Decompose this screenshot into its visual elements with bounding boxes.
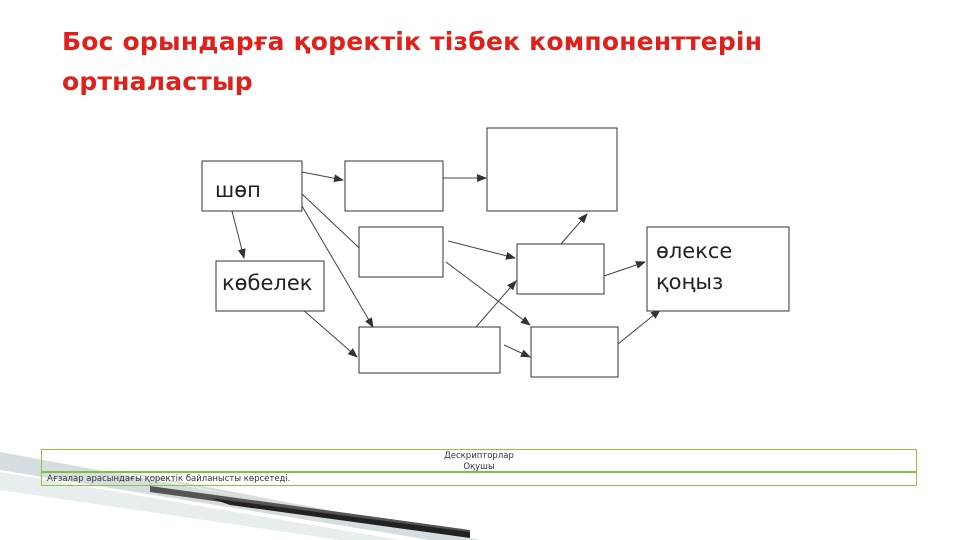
node-elekse-label-line2: қоңыз [656, 270, 723, 294]
arrow-kobelek-blank4 [301, 308, 358, 358]
descriptor-table-row: Ағзалар арасындағы қоректік байланысты к… [41, 473, 917, 486]
node-blank-6[interactable] [530, 326, 619, 378]
node-kobelek [215, 260, 325, 312]
node-kobelek-label: көбелек [222, 271, 312, 295]
descriptor-table: Дескрипторлар Оқушы Ағзалар арасындағы қ… [41, 449, 917, 486]
slide-title: Бос орындарға қоректік тізбек компонентт… [62, 27, 763, 96]
node-blank-3[interactable] [358, 226, 444, 278]
node-blank-2[interactable] [486, 127, 618, 212]
arrow-shop-kobelek [231, 210, 246, 259]
arrow-blank5-blank2 [560, 213, 588, 245]
arrow-shop-blank4 [301, 205, 374, 328]
arrow-blank5-elekse [603, 261, 646, 277]
descriptor-header-title: Дескрипторлар [444, 451, 514, 461]
descriptor-table-header: Дескрипторлар Оқушы [41, 449, 917, 473]
node-elekse-label-line1: өлексе [656, 239, 732, 263]
arrow-blank4-blank6 [503, 344, 531, 358]
descriptor-row-text: Ағзалар арасындағы қоректік байланысты к… [47, 474, 291, 484]
arrow-blank4-blank5 [475, 280, 517, 328]
arrow-blank3-blank5 [447, 240, 516, 260]
arrow-blank6-elekse [617, 309, 661, 345]
node-blank-4[interactable] [358, 326, 501, 374]
arrow-blank3-blank6 [445, 261, 531, 326]
descriptor-header-student: Оқушы [463, 462, 495, 472]
node-shop [201, 160, 303, 212]
arrows [231, 171, 661, 358]
node-blank-5[interactable] [516, 243, 605, 295]
node-blank-1[interactable] [344, 160, 444, 212]
arrow-shop-blank1 [301, 171, 344, 183]
node-elekse [646, 226, 790, 312]
node-shop-label: шөп [215, 178, 261, 202]
